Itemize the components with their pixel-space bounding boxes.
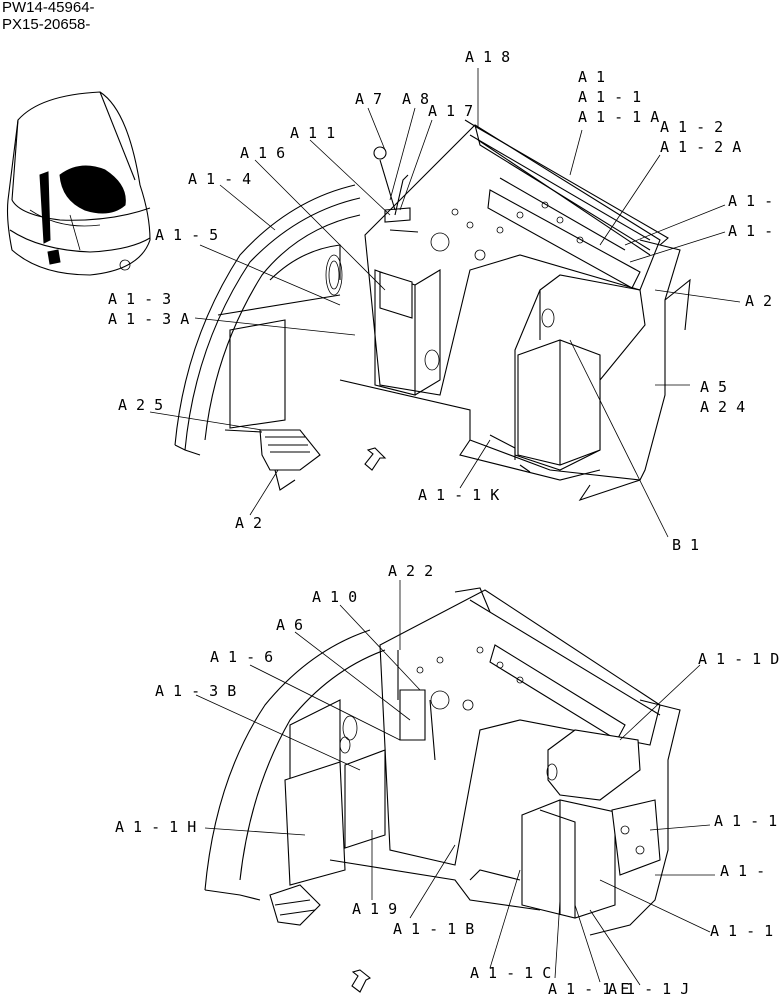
callout-a5: A 5 xyxy=(700,378,727,396)
callout-a1-1c: A 1 - 1 C xyxy=(470,964,551,982)
top-leader-lines xyxy=(149,68,741,538)
callout-a1-1b: A 1 - 1 B xyxy=(393,920,474,938)
callout-a2-bottom: A 2 xyxy=(235,514,262,532)
callout-a1-1a: A 1 - 1 A xyxy=(578,108,659,126)
callout-a1-5: A 1 - 5 xyxy=(155,226,218,244)
bottom-frame-assembly xyxy=(204,587,681,993)
callout-a22: A 2 2 xyxy=(388,562,433,580)
callout-a1-3a: A 1 - 3 A xyxy=(108,310,189,328)
bottom-leader-lines xyxy=(195,580,715,986)
callout-a6: A 6 xyxy=(276,616,303,634)
callout-a1-1e: A 1 - 1 E xyxy=(548,980,629,998)
callout-a11: A 1 1 xyxy=(290,124,335,142)
direction-arrow-icon xyxy=(351,969,372,993)
callout-b1: B 1 xyxy=(672,536,699,554)
callout-a1-1h: A 1 - 1 H xyxy=(115,818,196,836)
callout-a1-dash-b: A 1 - xyxy=(728,222,773,240)
callout-a1-3b: A 1 - 3 B xyxy=(155,682,236,700)
callout-a1-6: A 1 - 6 xyxy=(210,648,273,666)
top-frame-assembly xyxy=(174,119,691,502)
callout-a1-1-right-a: A 1 - 1 xyxy=(714,812,777,830)
callout-a16: A 1 6 xyxy=(240,144,285,162)
callout-a1-1-right-b: A 1 - 1 xyxy=(710,922,773,940)
bottom-callouts: A 2 2 A 1 0 A 6 A 1 - 6 A 1 - 1 D A 1 - … xyxy=(115,562,779,998)
callout-a10: A 1 0 xyxy=(312,588,357,606)
callout-a1-dash-c: A 1 - xyxy=(720,862,765,880)
callout-a17: A 1 7 xyxy=(428,102,473,120)
callout-a24: A 2 4 xyxy=(700,398,745,416)
callout-a25: A 2 5 xyxy=(118,396,163,414)
callout-a1-3: A 1 - 3 xyxy=(108,290,171,308)
callout-a1-4: A 1 - 4 xyxy=(188,170,251,188)
callout-a1-2a: A 1 - 2 A xyxy=(660,138,741,156)
callout-a1-1j: A 1 - 1 J xyxy=(608,980,689,998)
cab-locator-icon xyxy=(6,91,151,276)
callout-a1-dash-a: A 1 - xyxy=(728,192,773,210)
callout-a7: A 7 xyxy=(355,90,382,108)
callout-a1-1d: A 1 - 1 D xyxy=(698,650,779,668)
callout-a1-1: A 1 - 1 xyxy=(578,88,641,106)
top-callouts: A 1 8 A 1 A 1 - 1 A 1 - 1 A A 7 A 8 A 1 … xyxy=(108,48,773,554)
serial-range-2: PX15-20658- xyxy=(2,16,91,33)
callout-a1: A 1 xyxy=(578,68,605,86)
callout-a1-1k: A 1 - 1 K xyxy=(418,486,499,504)
direction-arrow-icon xyxy=(364,447,387,471)
callout-a2-right: A 2 xyxy=(745,292,772,310)
serial-range-1: PW14-45964- xyxy=(2,0,95,16)
callout-a1-2: A 1 - 2 xyxy=(660,118,723,136)
callout-a8: A 8 xyxy=(402,90,429,108)
callout-a19: A 1 9 xyxy=(352,900,397,918)
callout-a18: A 1 8 xyxy=(465,48,510,66)
